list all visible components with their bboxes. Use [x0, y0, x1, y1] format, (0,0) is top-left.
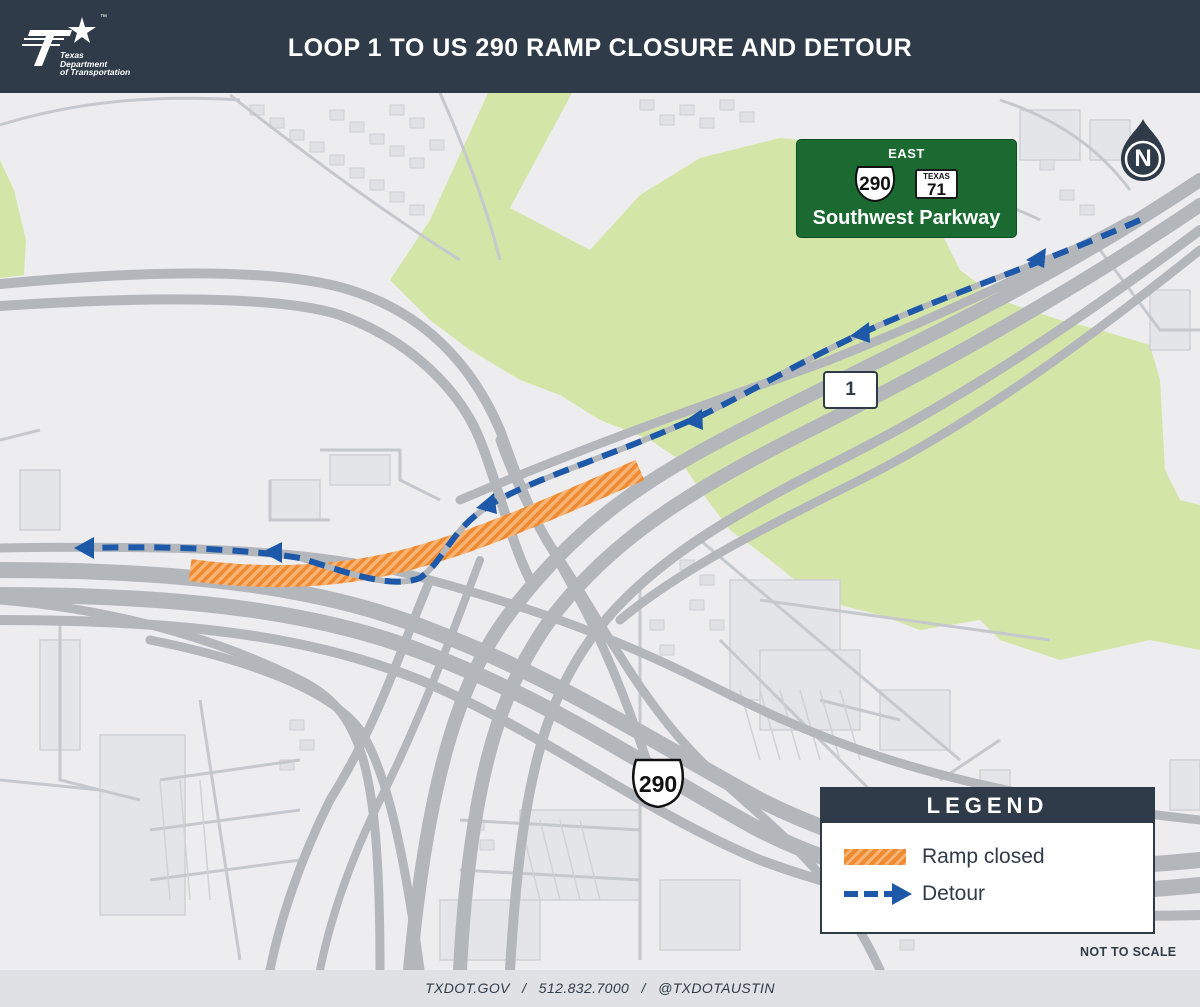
loop1-main-3 — [505, 225, 1200, 970]
footer-website-link[interactable]: TXDOT.GOV — [425, 980, 510, 996]
footer-social-link[interactable]: @TXDOTAUSTIN — [658, 980, 775, 996]
park-west — [0, 160, 26, 278]
loop1-main-2 — [453, 198, 1200, 970]
cross-ramp-6 — [316, 556, 484, 970]
txdot-logo: Texas Department of Transportation ™ — [20, 14, 130, 80]
footer-phone: 512.832.7000 — [538, 980, 630, 996]
ramp-east — [455, 215, 1135, 505]
north-arrow-icon — [1121, 119, 1165, 181]
us-290-number: 290 — [638, 771, 678, 797]
ramp-closed-swatch — [844, 849, 906, 865]
footer-separator: / — [641, 980, 646, 996]
detour-arrow-icon — [850, 322, 870, 343]
sign-us-shield: 290 — [854, 166, 896, 202]
loop-1-shield: 1 — [823, 371, 878, 409]
legend-item-detour: Detour — [822, 879, 1153, 909]
legend-label: Detour — [922, 882, 986, 905]
detour-arrow-icon — [683, 409, 703, 430]
map-area: N 1 290 EAST 290 TEXAS 71 Southwest Park… — [0, 93, 1200, 970]
trademark: ™ — [100, 14, 107, 21]
detour-route — [74, 217, 1142, 585]
loop1-main-1 — [403, 173, 1200, 970]
legend-title: LEGEND — [822, 789, 1153, 823]
building — [1149, 289, 1191, 351]
detour-arrow-icon — [262, 542, 282, 563]
sign-texas-label: TEXAS — [923, 172, 950, 181]
sign-destination: Southwest Parkway — [812, 207, 1001, 229]
north-arrow: N — [1119, 119, 1167, 183]
sign-direction: EAST — [888, 146, 925, 161]
detour-arrow-icon — [74, 537, 94, 559]
north-letter: N — [1134, 145, 1152, 172]
txdot-star-icon — [22, 17, 96, 66]
detour-arrow-icon — [844, 883, 912, 905]
cross-ramp-5 — [265, 575, 435, 970]
building — [19, 469, 61, 531]
us-shield-icon — [854, 166, 896, 202]
sign-us-route: 290 — [859, 174, 891, 195]
page-title: LOOP 1 TO US 290 RAMP CLOSURE AND DETOUR — [287, 34, 913, 62]
us-290-shield: 290 — [630, 758, 686, 808]
building — [329, 454, 391, 486]
building — [1169, 759, 1200, 811]
txdot-logo-text: Texas Department of Transportation — [60, 50, 131, 77]
footer-separator: / — [522, 980, 527, 996]
detour-arrow-icon — [476, 493, 497, 514]
detour-arrow-icon — [1026, 248, 1046, 268]
loop1-ramp-a — [615, 245, 1200, 625]
building — [99, 734, 186, 916]
footer-bar: TXDOT.GOV / 512.832.7000 / @TXDOTAUSTIN — [0, 970, 1200, 1007]
building — [269, 479, 321, 521]
sign-texas-route: 71 — [927, 180, 946, 199]
us-shield-icon — [632, 758, 684, 808]
guide-sign: EAST 290 TEXAS 71 Southwest Parkway — [796, 139, 1017, 238]
cross-ramp-2 — [495, 435, 665, 805]
building — [659, 879, 741, 951]
legend: LEGEND Ramp closed Detour — [820, 787, 1155, 934]
legend-label: Ramp closed — [922, 845, 1045, 868]
sign-texas-shield: TEXAS 71 — [915, 169, 958, 199]
cross-ramp-4 — [145, 635, 425, 970]
not-to-scale-note: NOT TO SCALE — [1080, 945, 1177, 959]
legend-item-ramp-closed: Ramp closed — [822, 842, 1153, 872]
ramp-closed-segment — [188, 459, 645, 588]
header-bar: Texas Department of Transportation ™ LOO… — [0, 0, 1200, 93]
